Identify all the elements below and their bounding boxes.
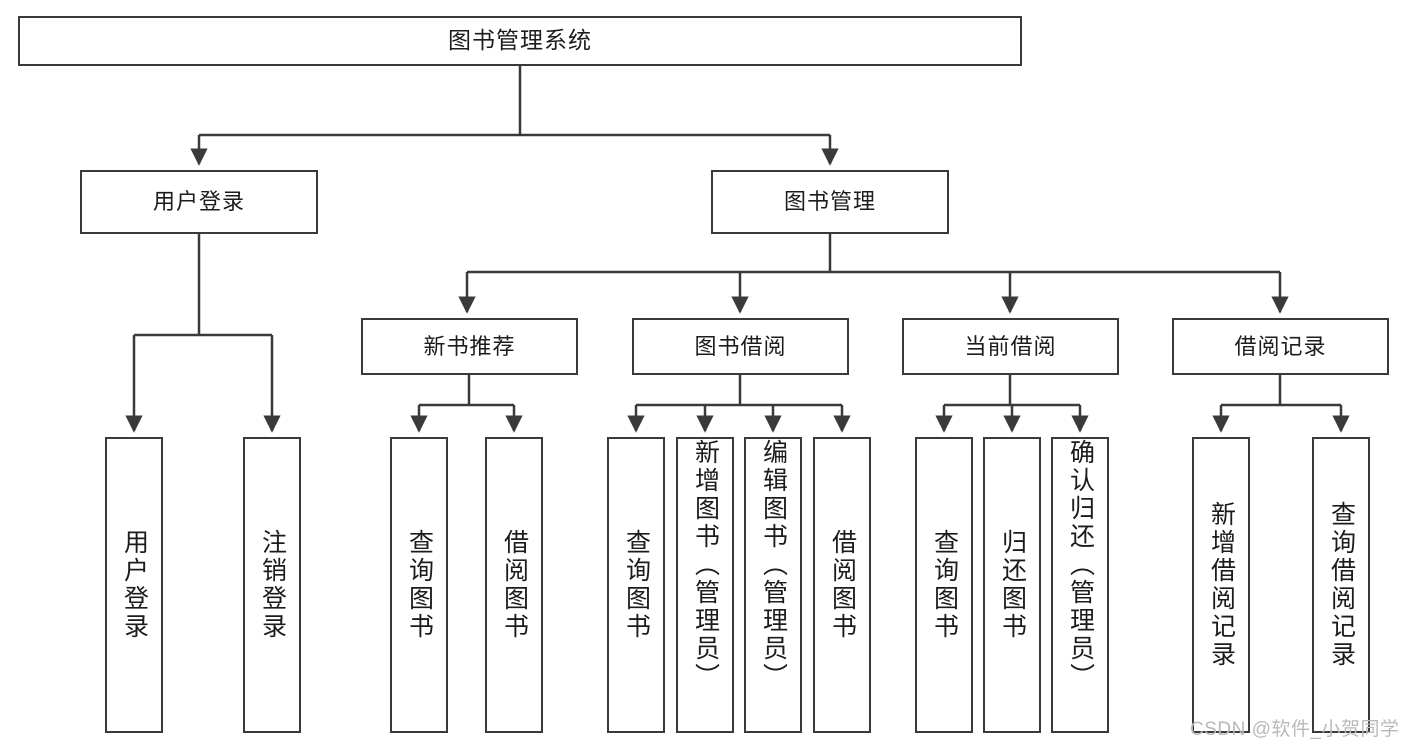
node-user-login[interactable]: 用户登录 (80, 170, 318, 234)
node-book-manage[interactable]: 图书管理 (711, 170, 949, 234)
node-leaf-borrow-book-1-label: 借阅图书 (500, 529, 529, 641)
node-current-borrow-label: 当前借阅 (964, 333, 1057, 359)
node-book-borrow-label: 图书借阅 (694, 333, 787, 359)
node-leaf-add-record[interactable]: 新增借阅记录 (1192, 437, 1250, 733)
watermark-csdn: CSDN @软件_小贺同学 (1190, 719, 1400, 740)
node-book-manage-label: 图书管理 (783, 189, 876, 215)
node-leaf-borrow-book-1[interactable]: 借阅图书 (485, 437, 543, 733)
node-leaf-logout[interactable]: 注销登录 (243, 437, 301, 733)
node-leaf-user-login-label: 用户登录 (120, 529, 149, 641)
node-borrow-record-label: 借阅记录 (1234, 333, 1327, 359)
node-root[interactable]: 图书管理系统 (18, 16, 1022, 66)
node-leaf-query-book-2-label: 查询图书 (622, 529, 651, 641)
node-leaf-query-book-3-label: 查询图书 (930, 529, 959, 641)
node-leaf-add-record-label: 新增借阅记录 (1207, 501, 1236, 669)
node-leaf-user-login[interactable]: 用户登录 (105, 437, 163, 733)
node-leaf-query-record[interactable]: 查询借阅记录 (1312, 437, 1370, 733)
node-leaf-edit-book-label: 编辑图书（管理员） (759, 439, 788, 691)
node-leaf-return-book-label: 归还图书 (998, 529, 1027, 641)
node-leaf-confirm-return[interactable]: 确认归还（管理员） (1051, 437, 1109, 733)
node-user-login-label: 用户登录 (152, 189, 245, 215)
node-leaf-logout-label: 注销登录 (258, 529, 287, 641)
node-leaf-borrow-book-2-label: 借阅图书 (828, 529, 857, 641)
node-leaf-query-book-1-label: 查询图书 (405, 529, 434, 641)
node-leaf-borrow-book-2[interactable]: 借阅图书 (813, 437, 871, 733)
node-new-book-recommend[interactable]: 新书推荐 (361, 318, 578, 375)
node-leaf-edit-book[interactable]: 编辑图书（管理员） (744, 437, 802, 733)
node-leaf-query-book-2[interactable]: 查询图书 (607, 437, 665, 733)
node-leaf-query-book-3[interactable]: 查询图书 (915, 437, 973, 733)
node-current-borrow[interactable]: 当前借阅 (902, 318, 1119, 375)
node-leaf-query-book-1[interactable]: 查询图书 (390, 437, 448, 733)
node-leaf-return-book[interactable]: 归还图书 (983, 437, 1041, 733)
node-borrow-record[interactable]: 借阅记录 (1172, 318, 1389, 375)
node-leaf-add-book-label: 新增图书（管理员） (691, 439, 720, 691)
node-leaf-confirm-return-label: 确认归还（管理员） (1066, 439, 1095, 691)
node-new-book-recommend-label: 新书推荐 (423, 333, 516, 359)
node-book-borrow[interactable]: 图书借阅 (632, 318, 849, 375)
node-leaf-add-book[interactable]: 新增图书（管理员） (676, 437, 734, 733)
node-root-label: 图书管理系统 (448, 27, 592, 54)
node-leaf-query-record-label: 查询借阅记录 (1327, 501, 1356, 669)
